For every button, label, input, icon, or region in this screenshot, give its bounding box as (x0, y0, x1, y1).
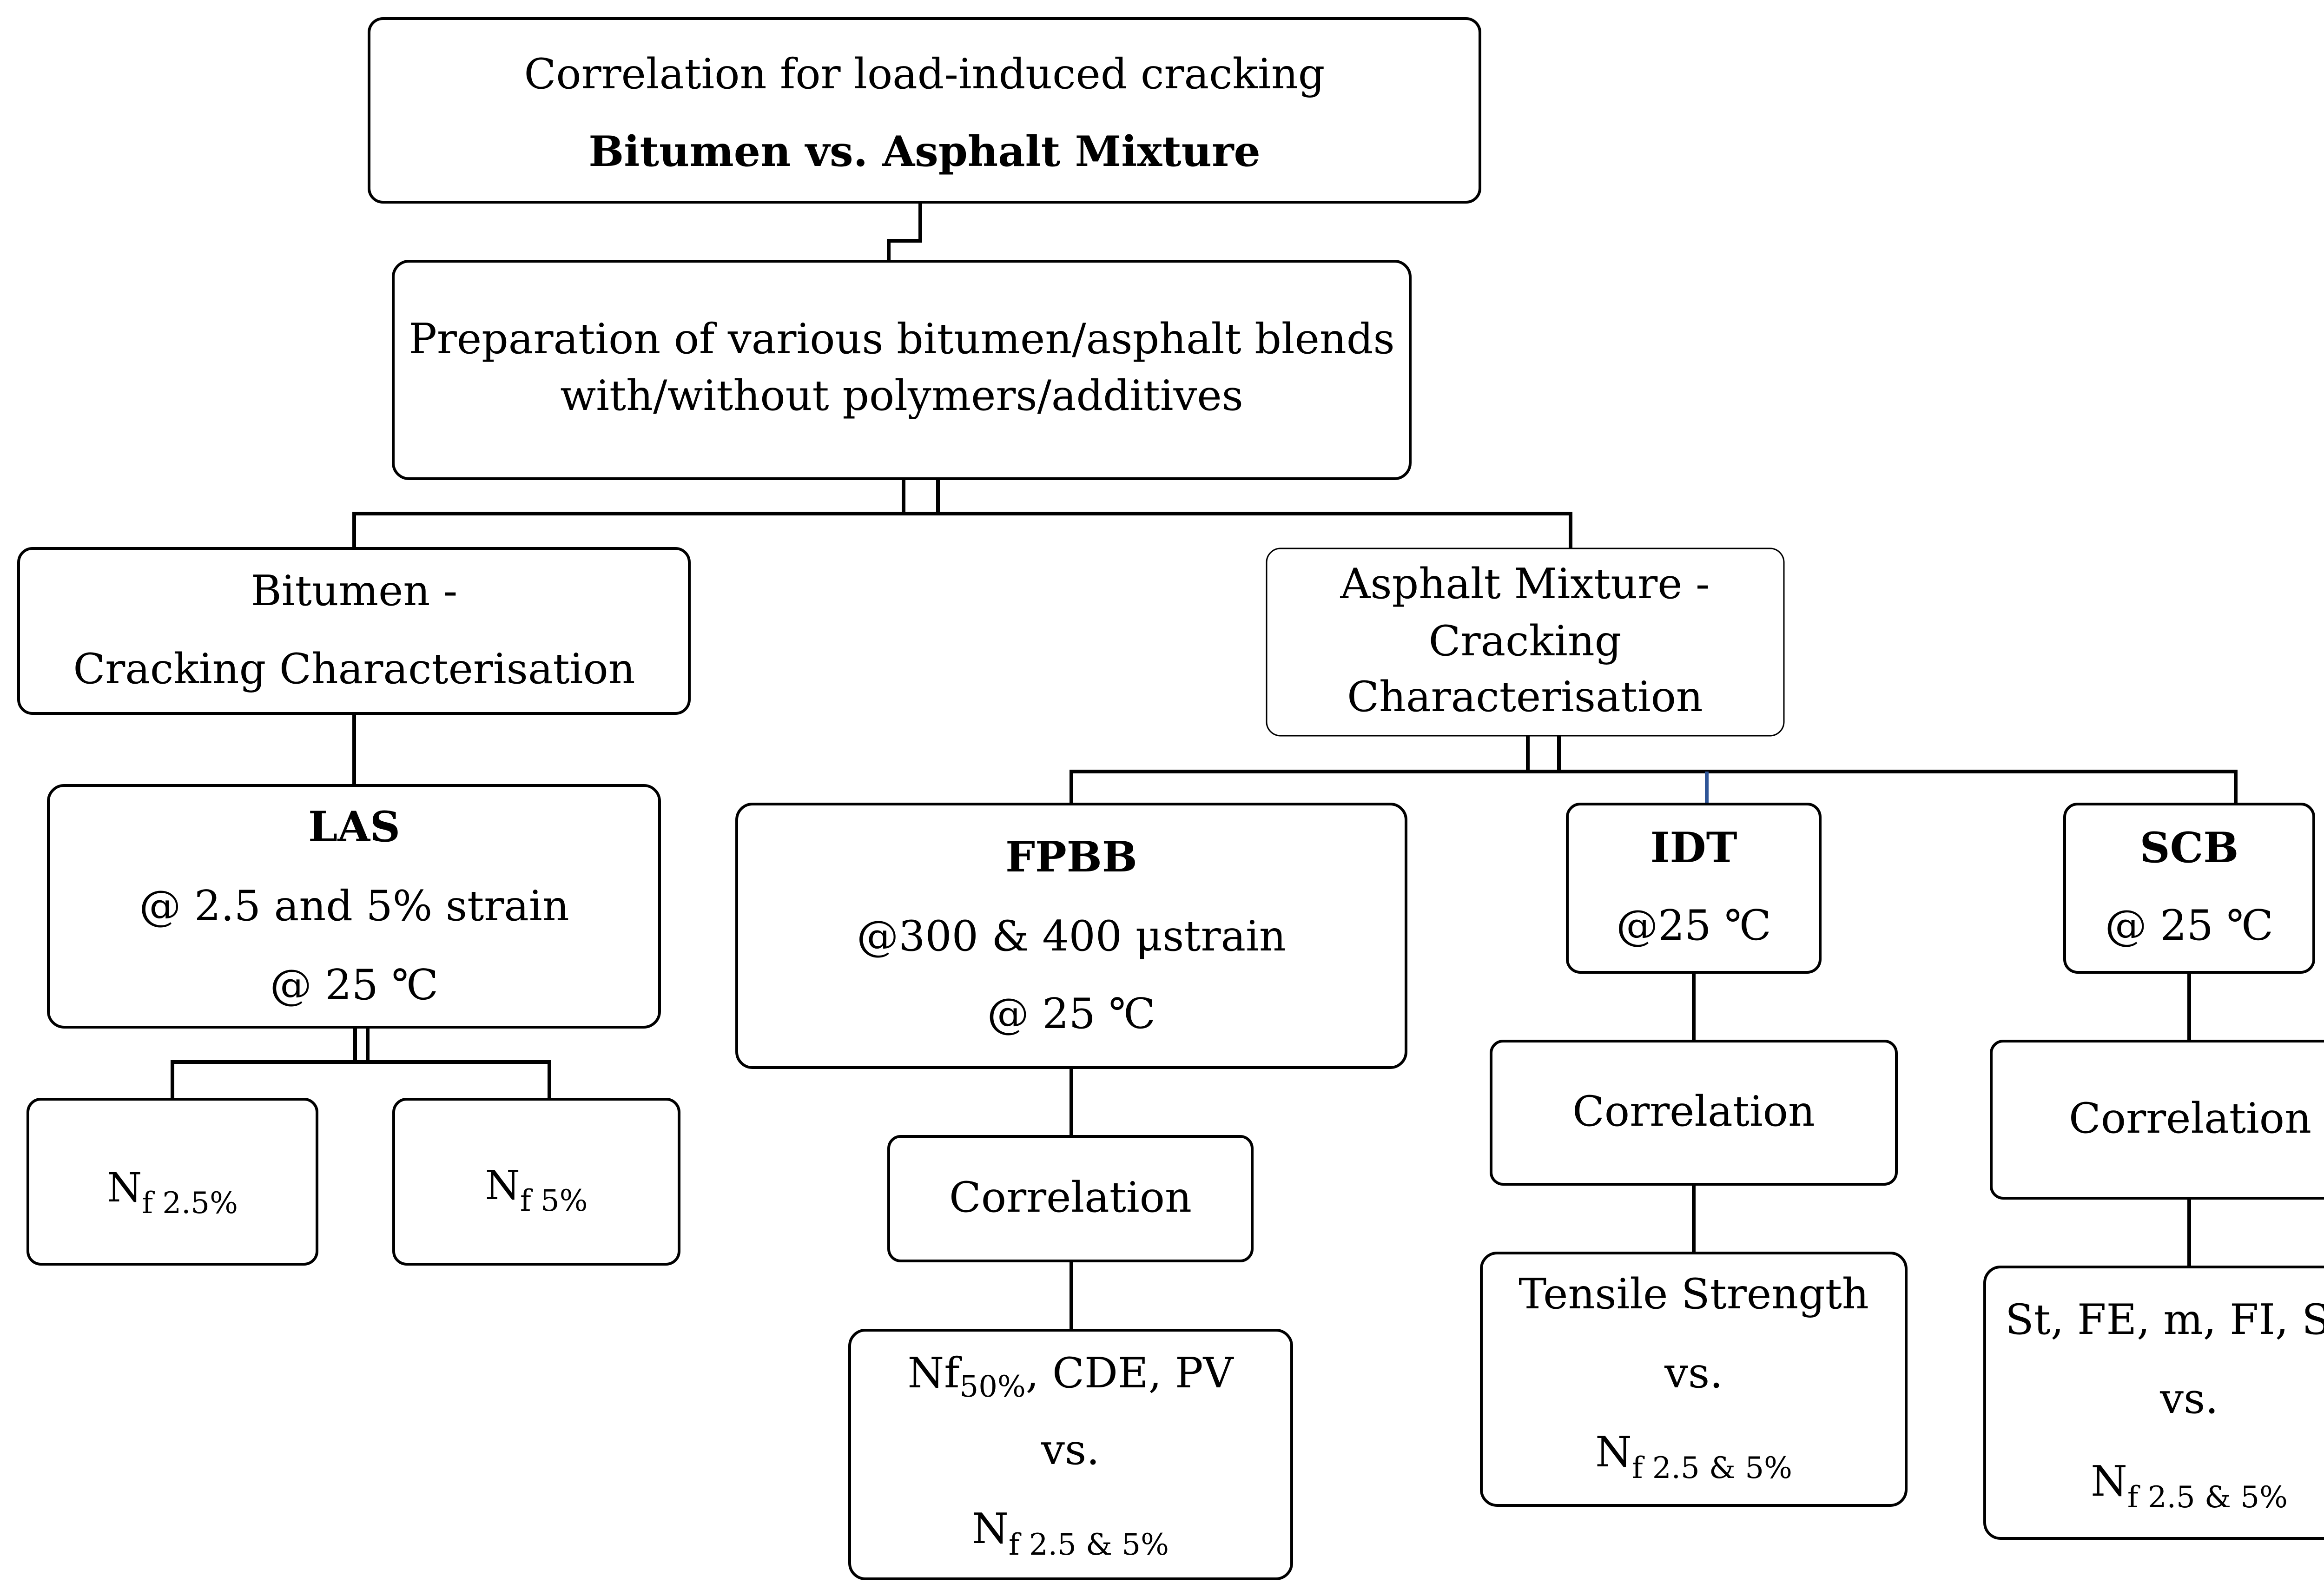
idt-correlation-label: Correlation (1572, 1087, 1815, 1136)
connectors (171, 202, 2238, 1330)
asphalt-node: Asphalt Mixture - Cracking Characterisat… (1266, 548, 1785, 737)
bitumen-line-1: Bitumen - (251, 567, 458, 615)
fpbb-strain: @300 & 400 μstrain (857, 912, 1286, 961)
scb-result-node: St, FE, m, FI, SM vs. Nf 2.5 & 5% (1983, 1266, 2324, 1540)
edge-prep-branches (352, 512, 1572, 548)
fpbb-result-nf: Nf 2.5 & 5% (972, 1504, 1169, 1562)
scb-correlation-node: Correlation (1990, 1040, 2324, 1200)
nf-5-label: Nf 5% (485, 1162, 588, 1218)
idt-temperature: @25 ℃ (1616, 901, 1771, 950)
scb-result-nf: Nf 2.5 & 5% (2091, 1457, 2288, 1515)
las-temperature: @ 25 ℃ (270, 961, 438, 1009)
scb-title: SCB (2140, 823, 2239, 872)
fpbb-temperature: @ 25 ℃ (987, 990, 1155, 1038)
preparation-line-1: Preparation of various bitumen/asphalt b… (409, 315, 1394, 363)
idt-title: IDT (1650, 823, 1737, 872)
scb-temperature: @ 25 ℃ (2105, 901, 2273, 950)
edge-las-results (171, 1060, 551, 1099)
edge-root-prep (887, 202, 922, 277)
fpbb-result-node: Nf50%, CDE, PV vs. Nf 2.5 & 5% (848, 1329, 1293, 1580)
bitumen-line-2: Cracking Characterisation (73, 645, 635, 693)
asphalt-line-1: Asphalt Mixture - (1340, 560, 1710, 608)
root-node: Correlation for load-induced cracking Bi… (368, 17, 1481, 204)
nf-5-node: Nf 5% (392, 1098, 680, 1266)
edge-asphalt-tests (1070, 770, 2238, 804)
fpbb-result-line-1: Nf50%, CDE, PV (907, 1349, 1234, 1404)
root-subtitle: Bitumen vs. Asphalt Mixture (588, 127, 1261, 176)
asphalt-line-2: Cracking (1429, 617, 1622, 666)
fpbb-node: FPBB @300 & 400 μstrain @ 25 ℃ (735, 803, 1407, 1069)
scb-node: SCB @ 25 ℃ (2063, 803, 2315, 974)
nf-2-5-node: Nf 2.5% (26, 1098, 318, 1266)
idt-node: IDT @25 ℃ (1566, 803, 1822, 974)
idt-result-nf: Nf 2.5 & 5% (1595, 1428, 1792, 1485)
preparation-node: Preparation of various bitumen/asphalt b… (392, 260, 1412, 480)
las-title: LAS (308, 802, 400, 851)
fpbb-correlation-node: Correlation (887, 1135, 1254, 1262)
idt-correlation-node: Correlation (1490, 1040, 1898, 1186)
nf-2-5-label: Nf 2.5% (107, 1165, 238, 1221)
asphalt-line-3: Characterisation (1347, 673, 1703, 721)
root-title: Correlation for load-induced cracking (524, 50, 1325, 99)
preparation-line-2: with/without polymers/additives (560, 371, 1243, 420)
idt-result-node: Tensile Strength vs. Nf 2.5 & 5% (1480, 1252, 1908, 1507)
las-strain: @ 2.5 and 5% strain (139, 882, 569, 930)
bitumen-node: Bitumen - Cracking Characterisation (17, 547, 691, 715)
fpbb-title: FPBB (1005, 832, 1137, 882)
fpbb-result-vs: vs. (1041, 1425, 1100, 1474)
scb-correlation-label: Correlation (2069, 1094, 2311, 1143)
fpbb-correlation-label: Correlation (949, 1173, 1192, 1222)
scb-result-line-1: St, FE, m, FI, SM (2005, 1295, 2324, 1344)
scb-result-vs: vs. (2159, 1374, 2218, 1423)
las-node: LAS @ 2.5 and 5% strain @ 25 ℃ (47, 784, 661, 1029)
idt-result-vs: vs. (1664, 1349, 1723, 1398)
idt-result-line-1: Tensile Strength (1519, 1270, 1869, 1319)
